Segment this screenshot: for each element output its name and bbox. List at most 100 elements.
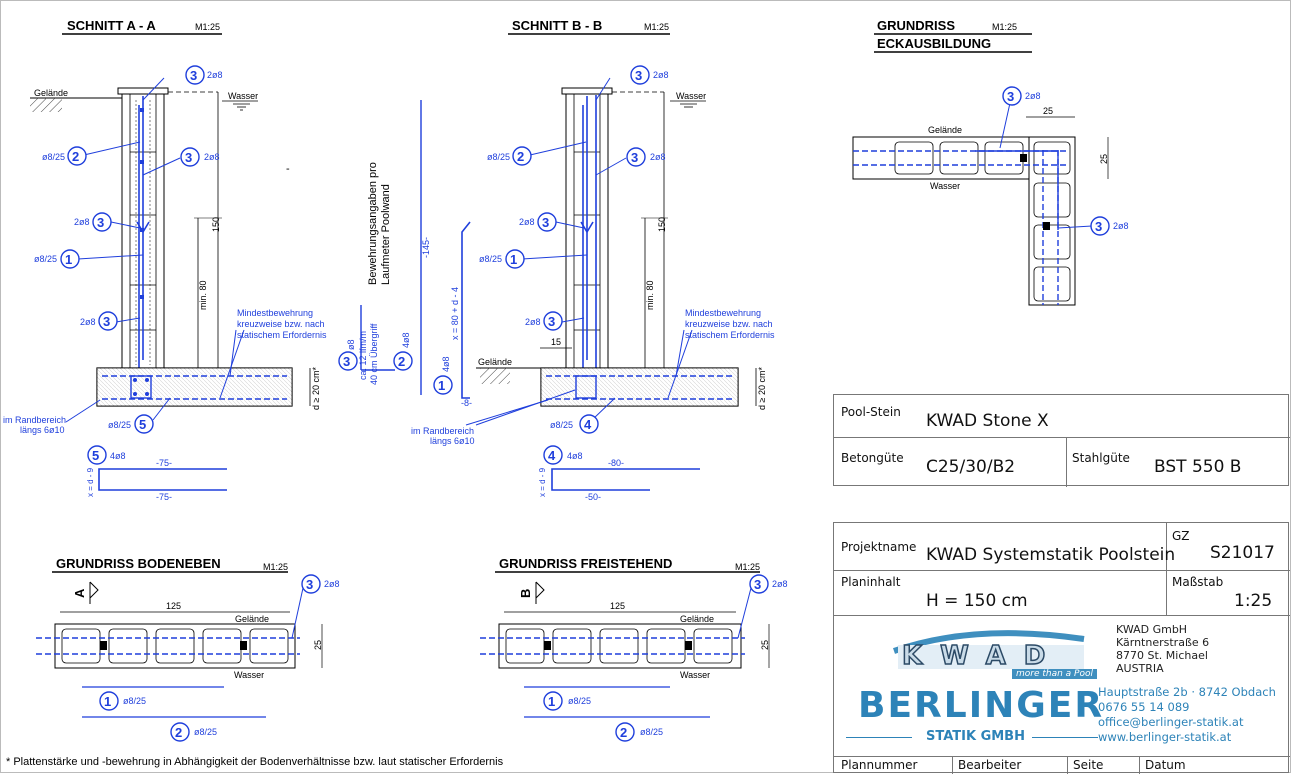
scale-label: Maßstab [1172, 575, 1224, 589]
editor-label: Bearbeiter [958, 758, 1022, 772]
plan2-dim-125: 125 [610, 601, 625, 611]
callout-4-detail: 4 [548, 448, 556, 463]
section-a-scale: M1:25 [195, 22, 220, 32]
callout-5-detail-spec: 4ø8 [110, 451, 126, 461]
callout-3-top-b-spec: 2ø8 [653, 70, 669, 80]
plan2-water: Wasser [680, 670, 710, 680]
dim-x80: x = 80 + d - 4 [450, 287, 460, 340]
callout-3-bot-a: 3 [103, 314, 110, 329]
note-o8: ø8 [346, 339, 356, 350]
plan-content-value: H = 150 cm [926, 591, 1028, 611]
callout-2-note: 2 [398, 354, 405, 369]
plan1-callout-3-spec: 2ø8 [324, 579, 340, 589]
kwad-logo-mark [893, 630, 1085, 669]
bew-note-1: Bewehrungsangaben pro [367, 162, 379, 285]
dim-d20-a: d ≥ 20 cm* [311, 367, 321, 410]
dim-145: -145- [421, 237, 431, 258]
callout-3-mid-b-spec: 2ø8 [650, 152, 666, 162]
note-2-spec: 4ø8 [401, 332, 411, 348]
callout-3-note: 3 [343, 354, 350, 369]
bew-note-2: Laufmeter Poolwand [380, 184, 392, 285]
berlinger-logo-text: BERLINGER [858, 685, 1105, 726]
berlinger-address: Hauptstraße 2b · 8742 Obdach 0676 55 14 … [1098, 685, 1276, 744]
plan-content-label: Planinhalt [841, 575, 901, 589]
corner-title-1: GRUNDRISS [877, 18, 955, 33]
plan2-callout-1: 1 [548, 694, 555, 709]
scale-value: 1:25 [1234, 591, 1273, 611]
callout-5-spec: ø8/25 [108, 420, 131, 430]
dim-xd9-a: x = d - 9 [86, 467, 95, 497]
corner-callout-3-top: 3 [1007, 89, 1014, 104]
pool-stone-label: Pool-Stein [841, 405, 901, 419]
callout-4: 4 [584, 417, 592, 432]
dim-75-top-a: -75- [156, 458, 172, 468]
mind-a-2: kreuzweise bzw. nach [237, 319, 325, 329]
gz-value: S21017 [1210, 543, 1275, 563]
dim-min80-b: min. 80 [645, 280, 655, 310]
callout-5-detail: 5 [92, 448, 99, 463]
callout-3-top-a: 3 [190, 68, 197, 83]
project-name-value: KWAD Systemstatik Poolstein [926, 545, 1176, 565]
dim-150-a: 150 [211, 217, 221, 232]
ground-label-a: Gelände [34, 88, 68, 98]
plan2-callout-1-spec: ø8/25 [568, 696, 591, 706]
callout-2-b: 2 [517, 149, 524, 164]
plan1-dim-125: 125 [166, 601, 181, 611]
rand-b-2: längs 6ø10 [430, 436, 475, 446]
corner-callout-3-top-spec: 2ø8 [1025, 91, 1041, 101]
titleblock-project: Projektname KWAD Systemstatik Poolstein … [833, 522, 1290, 774]
plan2-title: GRUNDRISS FREISTEHEND [499, 556, 672, 571]
plan2-callout-3: 3 [754, 577, 761, 592]
callout-3-mid-a-spec: 2ø8 [204, 152, 220, 162]
mind-b-2: kreuzweise bzw. nach [685, 319, 773, 329]
plan-number-label: Plannummer [841, 758, 918, 772]
callout-3-bot-a-spec: 2ø8 [80, 317, 96, 327]
corner-water: Wasser [930, 181, 960, 191]
callout-1-b: 1 [510, 252, 517, 267]
plan-corner: GRUNDRISS M1:25 ECKAUSBILDUNG Gelände Wa… [852, 18, 1129, 306]
callout-3-bot-b-spec: 2ø8 [525, 317, 541, 327]
plan2-dim-25: 25 [760, 640, 770, 650]
plan-freestanding: GRUNDRISS FREISTEHEND M1:25 B 125 Geländ… [480, 556, 788, 742]
kwad-slogan: more than a Pool [1012, 669, 1098, 679]
kwad-logo: KWAD more than a Pool [884, 621, 1114, 683]
note-ueber: 40 cm Übergriff [369, 323, 379, 385]
corner-scale: M1:25 [992, 22, 1017, 32]
corner-dim-25-v: 25 [1099, 154, 1109, 164]
corner-dim-25-h: 25 [1043, 106, 1053, 116]
concrete-label: Betongüte [841, 451, 904, 465]
steel-value: BST 550 B [1154, 457, 1242, 477]
rand-a-2: längs 6ø10 [20, 425, 65, 435]
mind-a-3: statischem Erfordernis [237, 330, 327, 340]
mind-b-3: statischem Erfordernis [685, 330, 775, 340]
callout-3-top-b: 3 [635, 68, 642, 83]
plan2-callout-2: 2 [620, 725, 627, 740]
dim-150-b: 150 [657, 217, 667, 232]
section-a-title: SCHNITT A - A [67, 18, 156, 33]
callout-1-a: 1 [65, 252, 72, 267]
plan1-callout-2-spec: ø8/25 [194, 727, 217, 737]
plan2-ground: Gelände [680, 614, 714, 624]
callout-3-low-b: 3 [542, 215, 549, 230]
callout-4-detail-spec: 4ø8 [567, 451, 583, 461]
kwad-address: KWAD GmbH Kärntnerstraße 6 8770 St. Mich… [1116, 623, 1210, 675]
plan2-callout-3-spec: 2ø8 [772, 579, 788, 589]
dim-d20-b: d ≥ 20 cm* [757, 367, 767, 410]
ground-label-b: Gelände [478, 357, 512, 367]
plan2-callout-2-spec: ø8/25 [640, 727, 663, 737]
callout-3-low-b-spec: 2ø8 [519, 217, 535, 227]
plan1-callout-1-spec: ø8/25 [123, 696, 146, 706]
callout-3-bot-b: 3 [548, 314, 555, 329]
callout-4-spec: ø8/25 [550, 420, 573, 430]
plan1-callout-3: 3 [306, 577, 313, 592]
dim-8: -8- [461, 398, 472, 408]
callout-5: 5 [139, 417, 146, 432]
dim-50-b: -50- [585, 492, 601, 502]
callout-2-b-spec: ø8/25 [487, 152, 510, 162]
callout-2-a-spec: ø8/25 [42, 152, 65, 162]
rand-a-1: im Randbereich [3, 415, 66, 425]
dim-15-b: 15 [551, 337, 561, 347]
section-b-scale: M1:25 [644, 22, 669, 32]
page-label: Seite [1073, 758, 1104, 772]
